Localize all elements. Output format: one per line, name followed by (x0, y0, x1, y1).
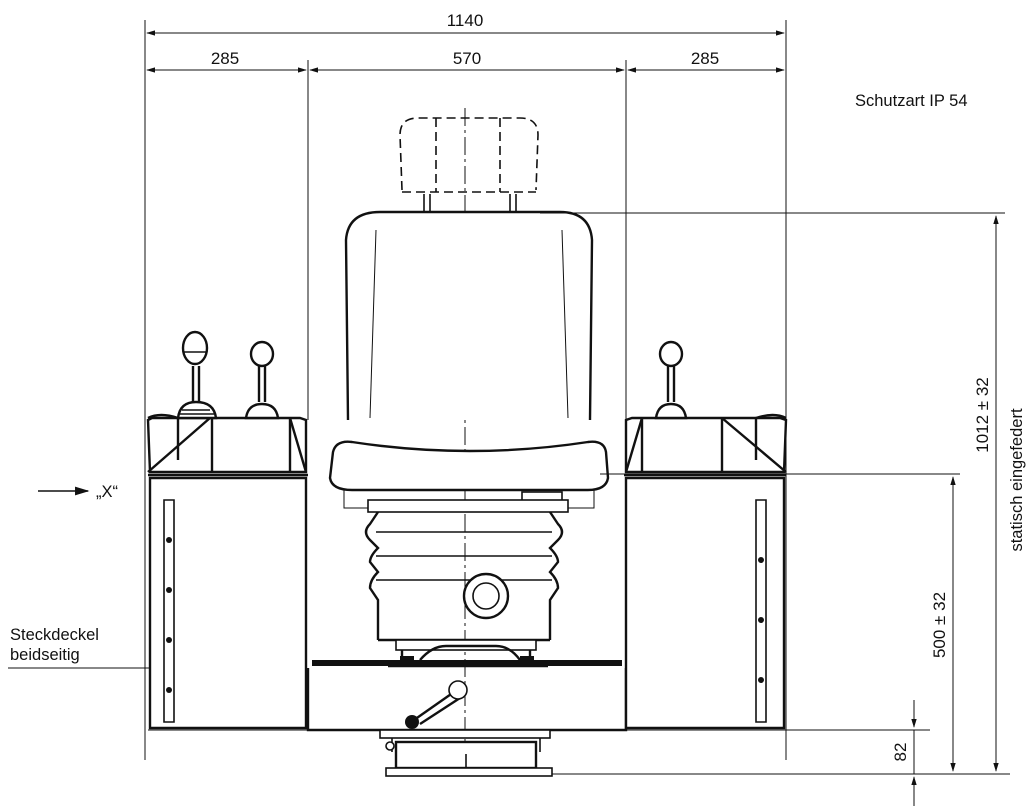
center-base-box (306, 668, 628, 732)
base-adjust-lever (405, 680, 468, 729)
cover-label-line2: beidseitig (10, 646, 80, 664)
right-width-label: 285 (691, 49, 719, 68)
total-height-label: 1012 ± 32 (973, 377, 992, 453)
cover-callout: Steckdeckel beidseitig (8, 626, 150, 669)
seat-height-label: 500 ± 32 (930, 592, 949, 658)
suspension-state-label: statisch eingefedert (1008, 408, 1026, 552)
headrest-outline (399, 117, 539, 214)
seat-base-plate (312, 660, 622, 666)
left-console (146, 413, 308, 730)
view-x-label: „X“ (96, 483, 118, 501)
base-height-label: 82 (891, 743, 910, 762)
width-dimensions: 1140 285 570 285 (144, 11, 787, 760)
right-joystick (654, 340, 688, 420)
view-direction-marker: „X“ (38, 483, 118, 501)
height-dimensions: 1012 ± 32 statisch eingefedert 500 ± 32 … (540, 212, 1026, 806)
overall-width-label: 1140 (447, 11, 484, 30)
cover-label-line1: Steckdeckel (10, 626, 99, 644)
center-width-label: 570 (453, 49, 481, 68)
left-joystick-large (176, 330, 218, 420)
protection-class-label: Schutzart IP 54 (855, 92, 968, 110)
swivel-turntable (379, 729, 553, 777)
right-console (624, 413, 788, 730)
left-width-label: 285 (211, 49, 239, 68)
seat-backrest (344, 210, 594, 421)
seat-cushion (328, 440, 610, 513)
left-joystick-small (244, 340, 280, 420)
suspension-bellows (364, 511, 564, 642)
